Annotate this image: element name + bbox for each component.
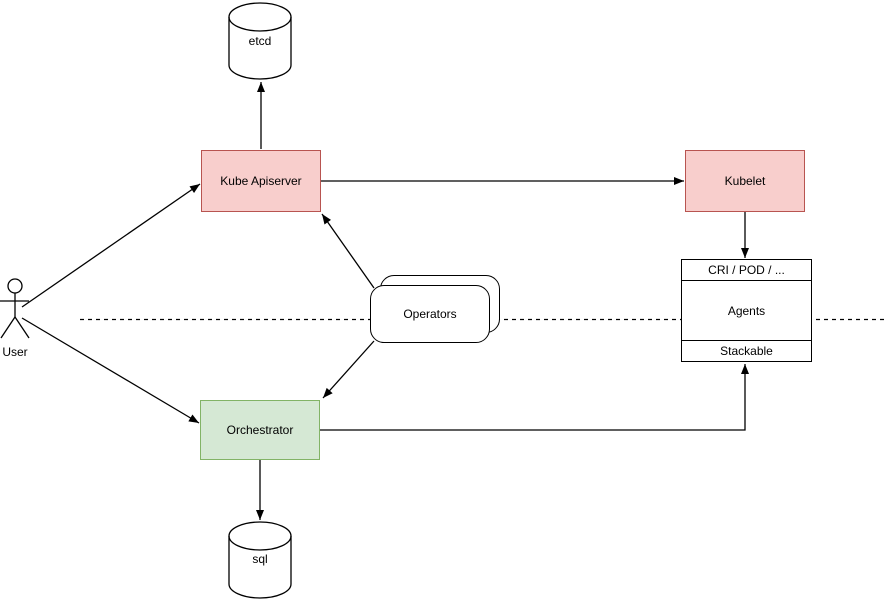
user-actor-icon[interactable] (0, 278, 30, 339)
etcd-label: etcd (248, 34, 272, 48)
orchestrator-label: Orchestrator (226, 423, 294, 437)
edge-user-to-orchestrator (21, 317, 200, 424)
edge-operators-to-orchestrator (322, 340, 375, 399)
user-label: User (2, 345, 28, 359)
edge-user-to-apiserver (21, 183, 201, 308)
agents-footer-section: Stackable (682, 340, 811, 361)
agents-body-section: Agents (727, 303, 766, 318)
etcd-cylinder-shape[interactable] (228, 2, 292, 80)
kube-apiserver-node[interactable]: Kube Apiserver (201, 150, 321, 212)
edge-operators-to-apiserver (321, 213, 375, 289)
edge-orchestrator-to-agents (320, 364, 749, 431)
agents-header-section: CRI / POD / ... (682, 260, 811, 281)
kubelet-label: Kubelet (724, 174, 766, 188)
kube-apiserver-label: Kube Apiserver (220, 174, 302, 188)
sql-label: sql (252, 552, 268, 566)
operators-node[interactable]: Operators (370, 285, 490, 343)
sql-cylinder-shape[interactable] (228, 521, 292, 599)
operators-label: Operators (403, 307, 457, 321)
agents-node[interactable]: CRI / POD / ... Agents Stackable (681, 259, 812, 362)
kubelet-node[interactable]: Kubelet (685, 150, 805, 212)
orchestrator-node[interactable]: Orchestrator (200, 400, 320, 460)
